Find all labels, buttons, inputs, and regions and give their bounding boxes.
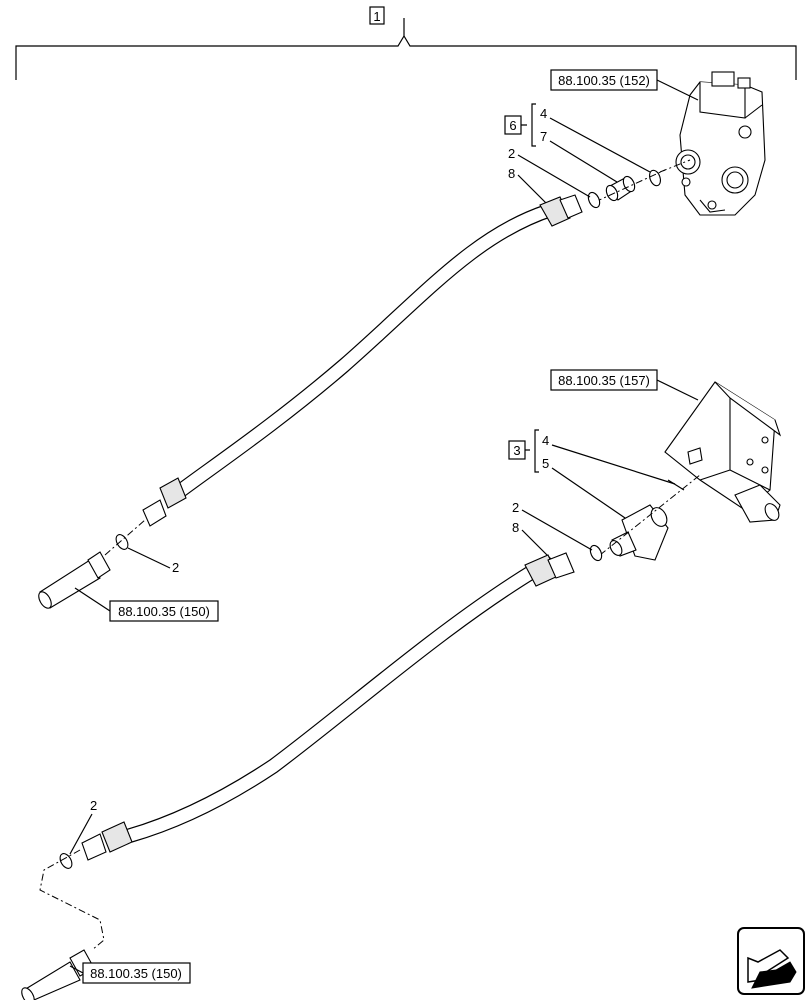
top-oring-2 — [587, 191, 601, 209]
ref-hose-end-upper[interactable]: 88.100.35 (150) — [118, 604, 210, 619]
part-mid-oring-left: 2 — [172, 560, 179, 575]
next-page-arrow-icon[interactable] — [737, 927, 805, 995]
part-bottom-oring: 2 — [512, 500, 519, 515]
hose-end-upper-drawing — [38, 551, 111, 609]
kit-bottom-callout: 3 — [513, 443, 520, 458]
kit-top-callout: 6 — [509, 118, 516, 133]
part-bottom-kit-a: 4 — [542, 433, 549, 448]
bottom-oring-4 — [667, 479, 685, 491]
part-top-kit-b: 7 — [540, 129, 547, 144]
top-adapter-7 — [605, 175, 636, 202]
ref-hose-end-lower[interactable]: 88.100.35 (150) — [90, 966, 182, 981]
top-oring-4 — [649, 169, 661, 187]
part-top-kit-a: 4 — [540, 106, 547, 121]
assembly-bracket: 1 — [15, 6, 797, 80]
bottom-oring-left-2 — [59, 853, 73, 869]
hose-upper — [142, 194, 583, 527]
part-bottom-kit-b: 5 — [542, 456, 549, 471]
bottom-oring-2 — [589, 544, 603, 562]
hose-lower — [81, 552, 575, 861]
valve-middle-drawing — [664, 381, 782, 523]
assembly-callout: 1 — [373, 9, 380, 24]
part-top-hose: 8 — [508, 166, 515, 181]
valve-top-drawing — [675, 71, 766, 216]
bottom-adapter-5 — [609, 504, 669, 561]
part-bottom-oring-left: 2 — [90, 798, 97, 813]
assembly-callout-box — [369, 6, 385, 25]
part-bottom-hose: 8 — [512, 520, 519, 535]
part-top-oring: 2 — [508, 146, 515, 161]
ref-valve-top[interactable]: 88.100.35 (152) — [558, 73, 650, 88]
ref-valve-middle[interactable]: 88.100.35 (157) — [558, 373, 650, 388]
